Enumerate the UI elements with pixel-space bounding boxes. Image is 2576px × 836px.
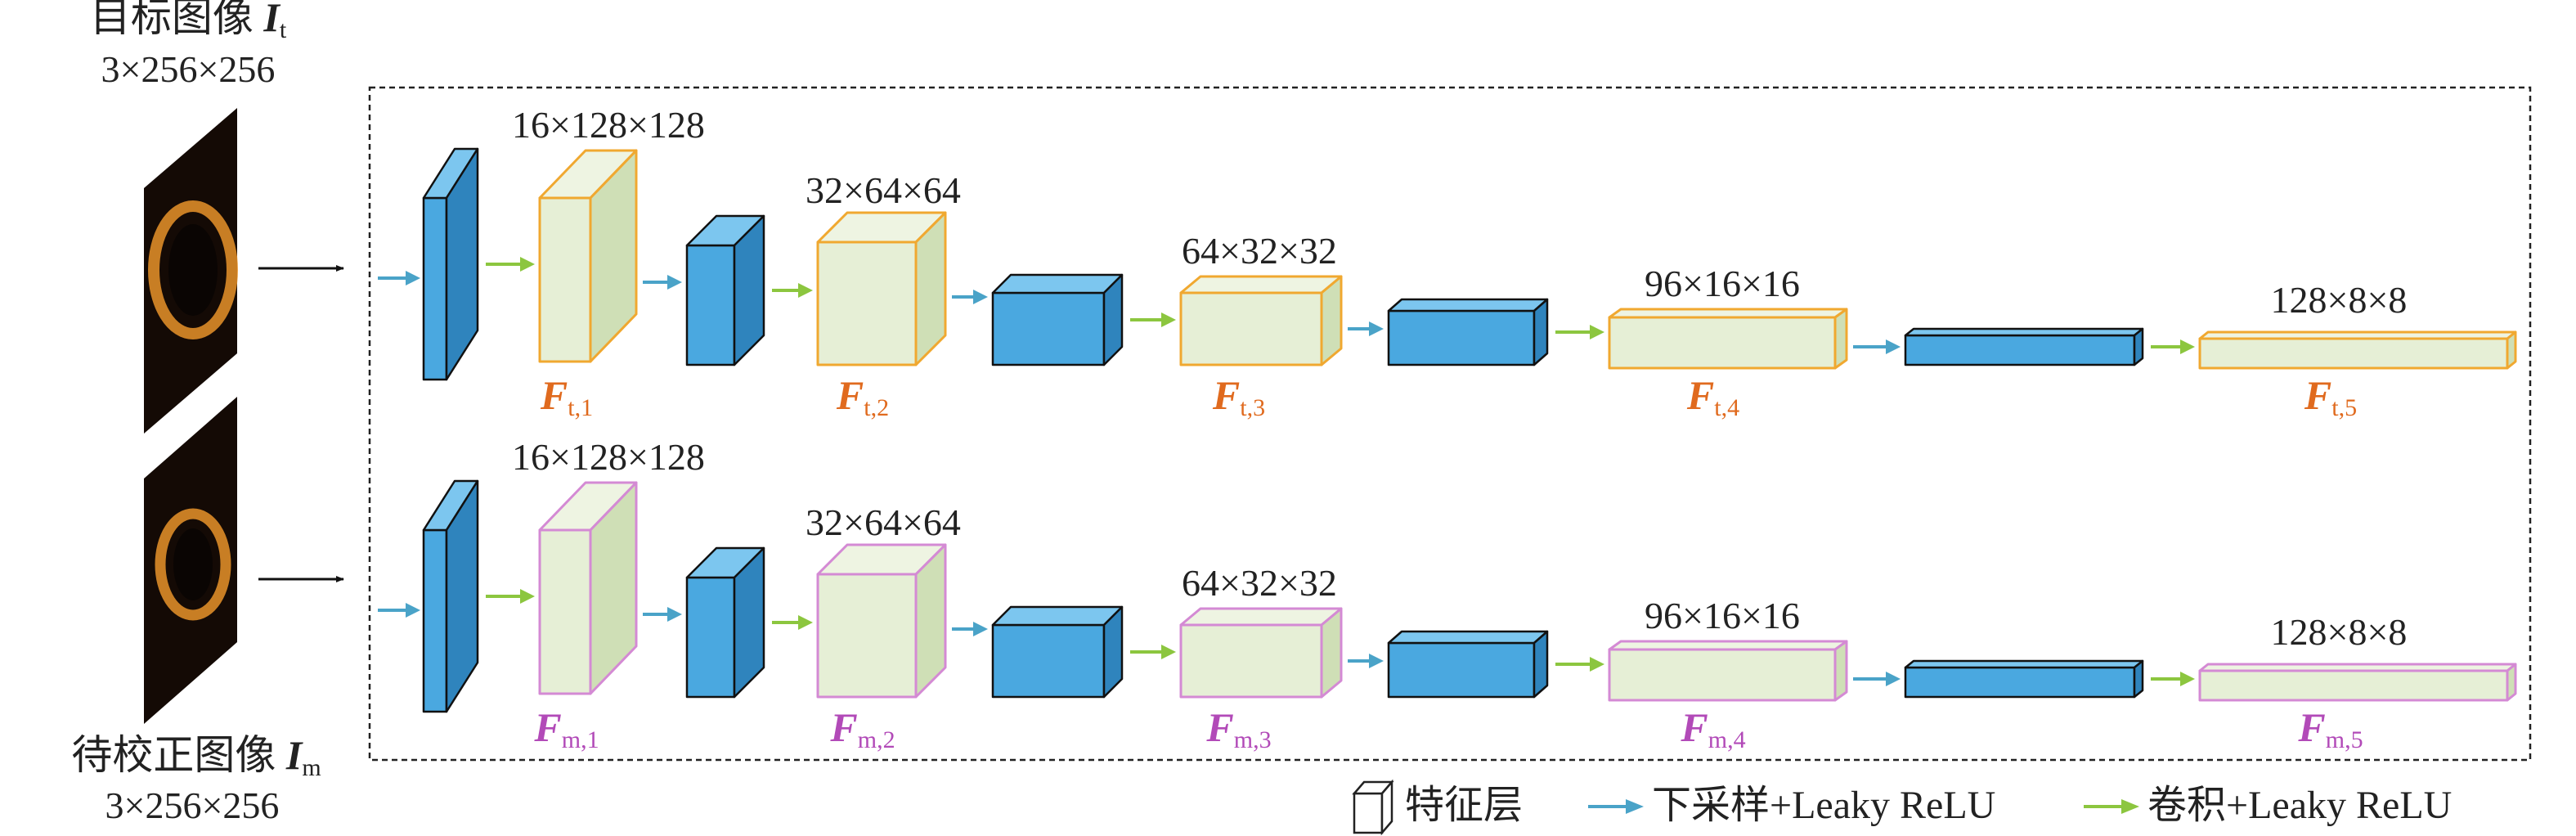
feature-size-label-t-1: 16×128×128: [512, 104, 705, 146]
conv-arrow-t-4: [1555, 325, 1604, 339]
target-image-size: 3×256×256: [101, 48, 276, 90]
downsample-arrow-m-1: [643, 607, 682, 622]
downsample-block-m-4: [1387, 630, 1549, 699]
feature-size-label-m-4: 96×16×16: [1645, 595, 1800, 636]
moving-image-title: 待校正图像 Im: [71, 732, 321, 781]
feature-layer-t-3: [1179, 275, 1343, 366]
downsample-block-m-3: [991, 605, 1124, 699]
feature-size-label-t-4: 96×16×16: [1645, 263, 1800, 304]
network-frame: [368, 86, 2532, 762]
conv-arrow-m-1: [486, 589, 535, 604]
downsample-arrow-m-3: [1348, 654, 1384, 668]
downsample-block-t-3: [991, 273, 1124, 366]
conv-arrow-t-3: [1130, 312, 1176, 327]
feature-name-m-4: Fm,4: [1680, 704, 1745, 753]
feature-layer-legend-label: 特征层: [1405, 784, 1523, 827]
downsample-block-m-5: [1904, 659, 2144, 699]
downsample-arrow-t-1: [643, 275, 682, 290]
conv-arrow-m-3: [1130, 645, 1176, 659]
feature-layer-t-5: [2198, 330, 2517, 370]
downsample-block-m-2: [685, 546, 765, 699]
downsample-arrow-t-3: [1348, 321, 1384, 336]
feature-layer-t-2: [816, 211, 947, 366]
legend: 特征层 下采样+Leaky ReLU 卷积+Leaky ReLU: [1352, 779, 2452, 836]
moving-image-size: 3×256×256: [105, 784, 280, 826]
downsample-block-t-1: [422, 147, 479, 381]
downsample-arrow-t-2: [952, 290, 988, 304]
downsample-legend-label: 下采样+Leaky ReLU: [1652, 784, 1995, 827]
conv-legend-arrow: [2084, 799, 2139, 814]
downsample-block-t-4: [1387, 298, 1549, 366]
stream-t-entry-arrow: [378, 271, 420, 285]
feature-size-label-t-5: 128×8×8: [2271, 279, 2408, 321]
feature-name-m-5: Fm,5: [2297, 704, 2363, 753]
feature-size-label-m-1: 16×128×128: [512, 436, 705, 478]
stream-m-entry-arrow: [378, 603, 420, 618]
feature-size-label-t-2: 32×64×64: [806, 169, 961, 211]
feature-name-t-1: Ft,1: [540, 372, 593, 421]
feature-layer-m-3: [1179, 607, 1343, 699]
feature-name-t-4: Ft,4: [1686, 372, 1739, 421]
downsample-arrow-m-4: [1853, 672, 1901, 686]
conv-arrow-m-4: [1555, 657, 1604, 672]
downsample-arrow-t-4: [1853, 339, 1901, 354]
feature-streams: 16×128×128Ft,132×64×64Ft,264×32×32Ft,396…: [378, 104, 2517, 753]
feature-layer-legend-icon: [1352, 779, 1394, 836]
conv-arrow-m-5: [2151, 672, 2195, 686]
target-image-title: 目标图像 It: [90, 0, 287, 43]
downsample-block-t-2: [685, 214, 765, 366]
moving-image-panel: [144, 397, 237, 724]
downsample-block-t-5: [1904, 327, 2144, 366]
feature-layer-m-2: [816, 543, 947, 699]
downsample-arrow-m-2: [952, 622, 988, 636]
feature-name-t-2: Ft,2: [836, 372, 889, 421]
downsample-legend-arrow: [1588, 799, 1644, 814]
feature-layer-t-1: [538, 149, 638, 363]
feature-size-label-m-3: 64×32×32: [1182, 562, 1337, 604]
conv-arrow-t-5: [2151, 339, 2195, 354]
feature-size-label-t-3: 64×32×32: [1182, 230, 1337, 272]
conv-arrow-m-2: [772, 615, 813, 630]
feature-layer-m-1: [538, 481, 638, 695]
feature-size-label-m-2: 32×64×64: [806, 501, 961, 543]
feature-name-m-2: Fm,2: [829, 704, 895, 753]
downsample-block-m-1: [422, 479, 479, 713]
conv-arrow-t-1: [486, 257, 535, 272]
feature-name-m-3: Fm,3: [1205, 704, 1271, 753]
feature-name-m-1: Fm,1: [533, 704, 599, 753]
conv-arrow-t-2: [772, 283, 813, 298]
feature-layer-m-4: [1608, 640, 1848, 702]
feature-name-t-5: Ft,5: [2304, 372, 2357, 421]
target-image-panel: [144, 108, 238, 434]
feature-layer-m-5: [2198, 663, 2517, 702]
feature-name-t-3: Ft,3: [1212, 372, 1265, 421]
feature-size-label-m-5: 128×8×8: [2271, 611, 2408, 653]
conv-legend-label: 卷积+Leaky ReLU: [2147, 784, 2452, 827]
feature-layer-t-4: [1608, 308, 1848, 370]
